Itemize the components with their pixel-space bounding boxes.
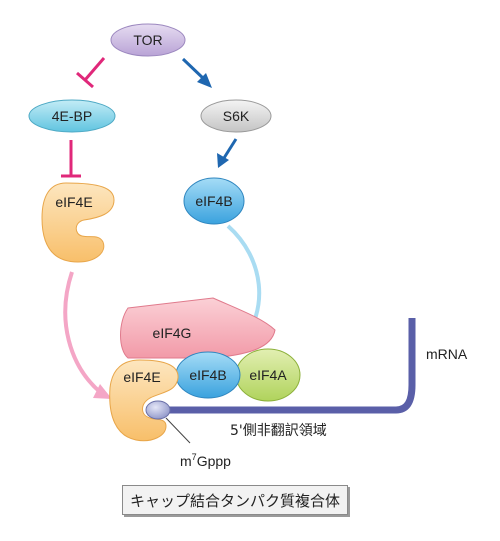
eif4b-free-label: eIF4B <box>195 193 232 209</box>
eif4a-label: eIF4A <box>249 367 287 383</box>
tor-to-4ebp-inhibition <box>76 57 106 89</box>
mrna-label: mRNA <box>426 346 468 362</box>
cap-structure <box>145 400 171 420</box>
eif4a-node: eIF4A <box>235 348 301 402</box>
mrna-strand <box>158 318 416 414</box>
eif4g-node: eIF4G <box>120 297 276 359</box>
eif4e-bound-label: eIF4E <box>123 369 160 385</box>
eif4b-free-node: eIF4B <box>183 177 245 225</box>
s6k-label: S6K <box>223 108 250 124</box>
cap-leader-line <box>165 417 191 444</box>
eif4e-free-node: eIF4E <box>41 182 115 263</box>
utr-label: 5'側非翻訳領域 <box>230 422 327 439</box>
eif4b-bound-node: eIF4B <box>175 351 241 399</box>
eif4g-label: eIF4G <box>153 325 192 341</box>
4ebp-to-eif4e-inhibition <box>61 140 81 178</box>
tor-node: TOR <box>110 23 186 57</box>
cap-label: m7Gppp <box>180 452 231 469</box>
cap-label-sup: 7 <box>192 452 197 462</box>
eif4e-to-complex-arrow <box>63 271 102 394</box>
4ebp-node: 4E-BP <box>28 99 116 133</box>
cap-label-rest: Gppp <box>197 453 231 469</box>
eif4e-free-label: eIF4E <box>55 194 92 210</box>
4ebp-label: 4E-BP <box>52 108 92 124</box>
caption-box: キャップ結合タンパク質複合体 <box>122 485 348 515</box>
cap-label-m: m <box>180 453 192 469</box>
tor-to-s6k-arrow <box>181 57 212 88</box>
eif4e-bound-node: eIF4E <box>109 359 179 442</box>
eif4b-bound-label: eIF4B <box>189 367 226 383</box>
eif4e-to-complex-arrowhead <box>93 384 112 399</box>
s6k-to-eif4b-arrow <box>217 138 238 168</box>
s6k-node: S6K <box>200 99 272 133</box>
tor-label: TOR <box>133 32 162 48</box>
